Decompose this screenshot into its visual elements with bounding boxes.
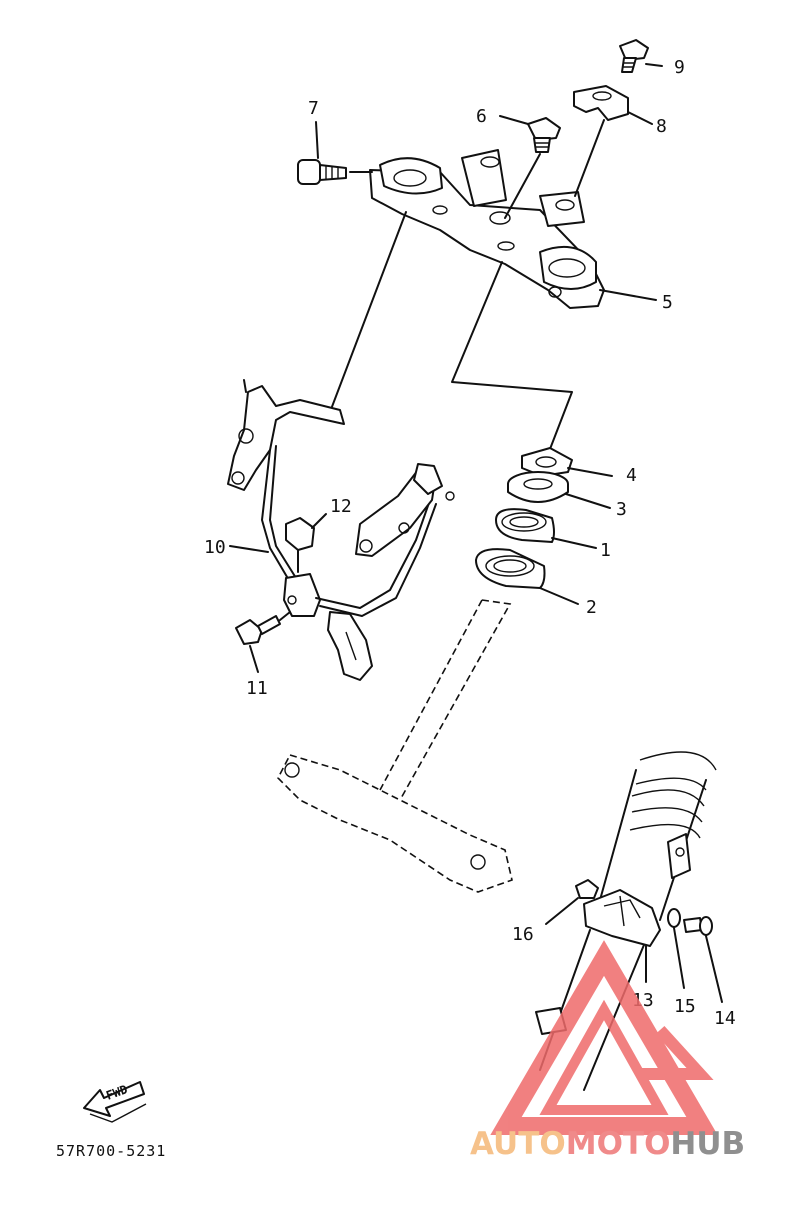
watermark-text: AUTOMOTOHUB	[470, 1126, 745, 1162]
diagram-code: 57R700-5231	[56, 1142, 166, 1160]
callout-label: 2	[586, 597, 597, 618]
steering-stem	[277, 599, 513, 893]
bolt-7	[297, 159, 373, 185]
callout-label: 11	[246, 678, 268, 699]
cable-guide-13	[583, 889, 661, 983]
callout-label: 9	[674, 57, 685, 78]
callout-label: 10	[204, 537, 226, 558]
bolt-6	[504, 117, 561, 219]
callout-label: 3	[616, 499, 627, 520]
callout-label: 5	[662, 292, 673, 313]
callout-label: 16	[512, 924, 534, 945]
upper-bracket	[369, 149, 605, 309]
nut-16	[545, 879, 599, 925]
watermark-logo-icon	[490, 940, 718, 1135]
bolt-11	[235, 611, 291, 673]
bearing-1	[495, 508, 555, 543]
damper-12	[285, 513, 327, 573]
cap-8	[573, 85, 629, 197]
callout-label: 7	[308, 98, 319, 119]
callout-label: 6	[476, 106, 487, 127]
callout-label: 12	[330, 496, 352, 517]
callout-label: 1	[600, 540, 611, 561]
callout-leaders	[315, 63, 663, 605]
bolt-14	[683, 916, 723, 1003]
callout-label: 4	[626, 465, 637, 486]
callout-labels: 9 8 7 6 5 4 3 1 2 12 10 11 16 13 15 14	[204, 57, 736, 1029]
washer-15	[667, 908, 685, 989]
stay-10	[227, 379, 455, 681]
fwd-arrow-icon: FWD	[83, 1081, 147, 1123]
leader-steering	[451, 261, 573, 463]
bearing-2	[475, 548, 546, 589]
callout-label: 15	[674, 996, 696, 1017]
leader-bracket	[329, 211, 407, 413]
bolt-9	[619, 39, 649, 73]
callout-label: 8	[656, 116, 667, 137]
callout-label: 14	[714, 1008, 736, 1029]
washer-3	[507, 471, 569, 503]
fwd-label: FWD	[104, 1082, 129, 1103]
nut-4	[521, 447, 573, 477]
